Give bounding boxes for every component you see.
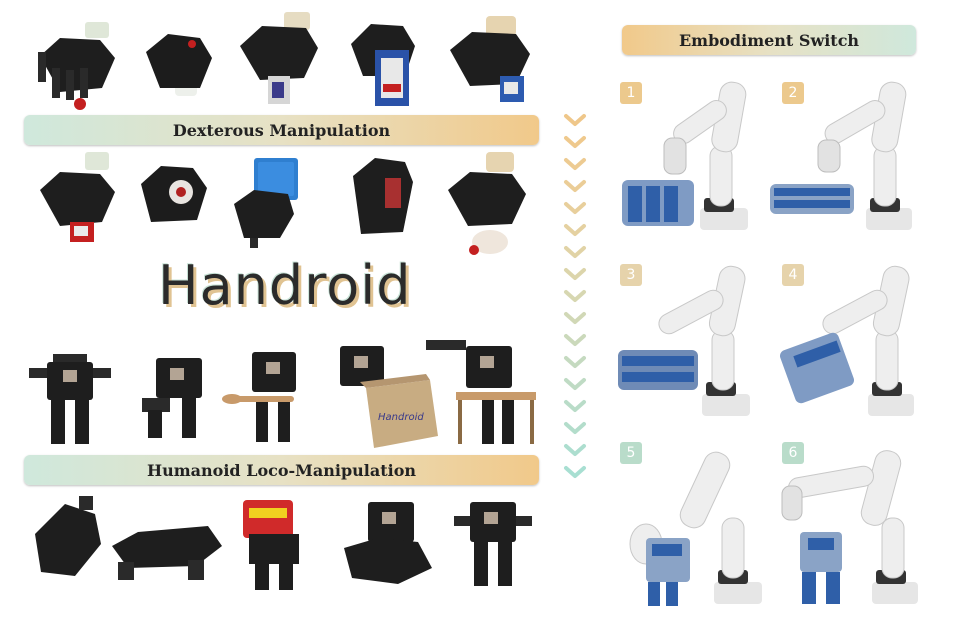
humanoid-robot-10 [454,502,532,586]
robot-arm-step-6 [781,450,918,604]
robot-arm-step-4 [779,265,914,416]
robot-arm-step-1 [622,81,748,230]
humanoid-robot-6 [35,496,101,576]
chevron-down-icon [564,114,586,478]
dexterous-hand-8-cube [234,158,298,248]
humanoid-robot-1 [29,354,111,444]
humanoid-robot-8-can [243,500,299,590]
embodiment-switch-banner: Embodiment Switch [622,25,916,55]
embodiment-switch-label: Embodiment Switch [678,30,860,50]
dexterous-hand-2 [146,34,212,96]
step-badge-6-label: 6 [788,445,798,461]
dexterous-hand-10 [448,152,526,255]
step-badge-5: 5 [620,442,642,464]
dexterous-manipulation-label: Dexterous Manipulation [172,120,391,140]
humanoid-robot-2 [142,358,202,438]
step-badge-1: 1 [620,82,642,104]
dexterous-hand-1 [38,22,115,110]
robot-arm-step-5 [629,451,762,606]
humanoid-robot-3-spatula [222,352,296,442]
handroid-title: Handroid [158,254,412,317]
dexterous-hand-7 [141,166,207,222]
humanoid-robot-4-box: Handroid [340,346,438,448]
robot-arm-step-2 [770,81,912,230]
robot-arm-step-3 [618,265,750,416]
humanoid-loco-manipulation-label: Humanoid Loco-Manipulation [147,460,416,480]
box-print-text: Handroid [378,412,424,423]
step-badge-5-label: 5 [626,445,636,461]
dexterous-manipulation-banner: Dexterous Manipulation [24,115,539,145]
step-badge-2-label: 2 [788,85,798,101]
dexterous-hand-5 [450,16,530,102]
step-badge-4-label: 4 [788,267,798,283]
step-badge-4: 4 [782,264,804,286]
step-badge-6: 6 [782,442,804,464]
dexterous-hand-9 [353,158,413,234]
humanoid-loco-manipulation-banner: Humanoid Loco-Manipulation [24,455,539,485]
humanoid-robot-9 [344,502,432,584]
step-badge-3: 3 [620,264,642,286]
step-badge-2: 2 [782,82,804,104]
dexterous-hand-4 [351,24,415,106]
humanoid-robot-5-tray [426,340,536,444]
humanoid-robot-7 [112,526,222,580]
dexterous-hand-6 [40,152,115,242]
step-badge-3-label: 3 [626,267,636,283]
step-badge-1-label: 1 [626,85,636,101]
dexterous-hand-3 [240,12,318,104]
